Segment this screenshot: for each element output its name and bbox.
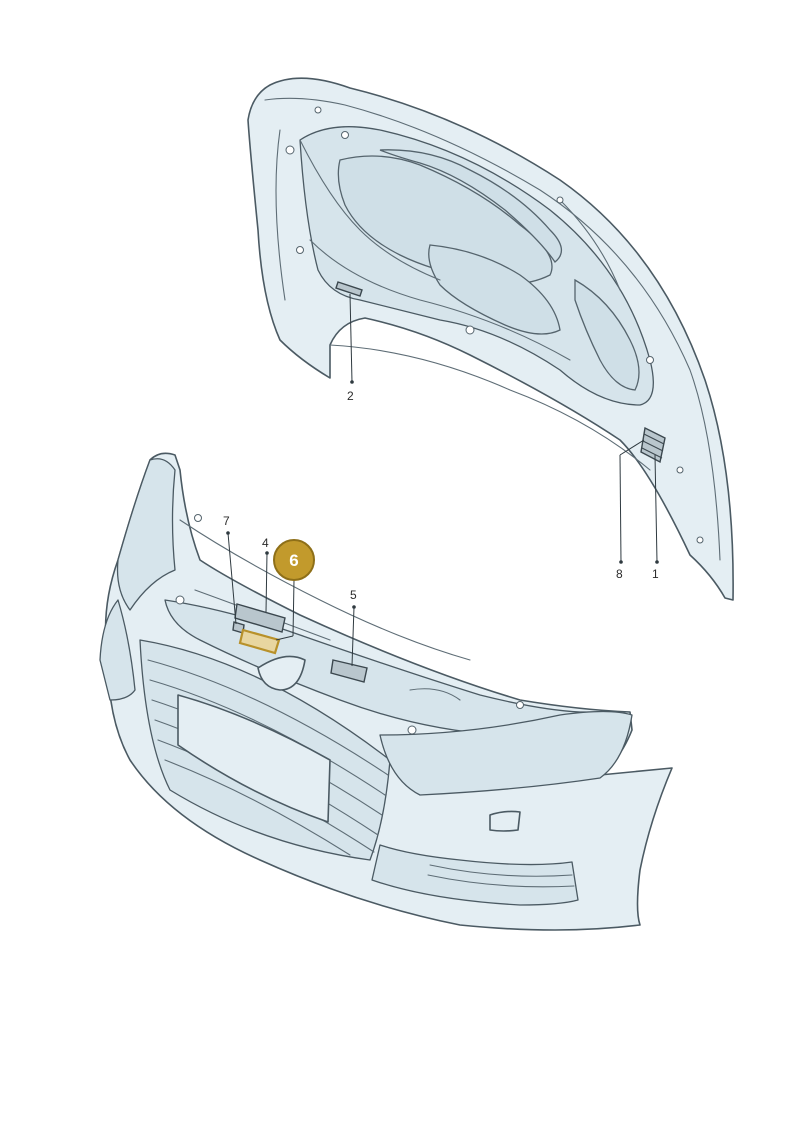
callout-5-number: 5 (350, 588, 357, 602)
callout-7: 7 (223, 514, 237, 625)
bumper-part (99, 452, 673, 931)
highlight-badge[interactable] (273, 539, 315, 581)
callout-8: 8 (616, 439, 645, 581)
hood-label-2 (335, 281, 363, 297)
callout-1-number: 1 (652, 567, 659, 581)
callout-4-number: 4 (262, 536, 269, 550)
callout-7-number: 7 (223, 514, 230, 528)
callout-5: 5 (350, 588, 357, 667)
highlighted-label-6 (238, 628, 281, 655)
callout-2: 2 (347, 293, 354, 403)
callout-8-number: 8 (616, 567, 623, 581)
callout-2-number: 2 (347, 389, 354, 403)
callout-1: 1 (652, 454, 659, 581)
hood-label-1-8 (640, 426, 666, 464)
callout-6-number: 6 (289, 551, 298, 570)
bumper-label-4 (234, 603, 286, 633)
hood-part (247, 77, 734, 601)
callout-4: 4 (262, 536, 269, 613)
callout-6: 6 (273, 539, 315, 641)
bumper-label-5 (330, 659, 368, 683)
